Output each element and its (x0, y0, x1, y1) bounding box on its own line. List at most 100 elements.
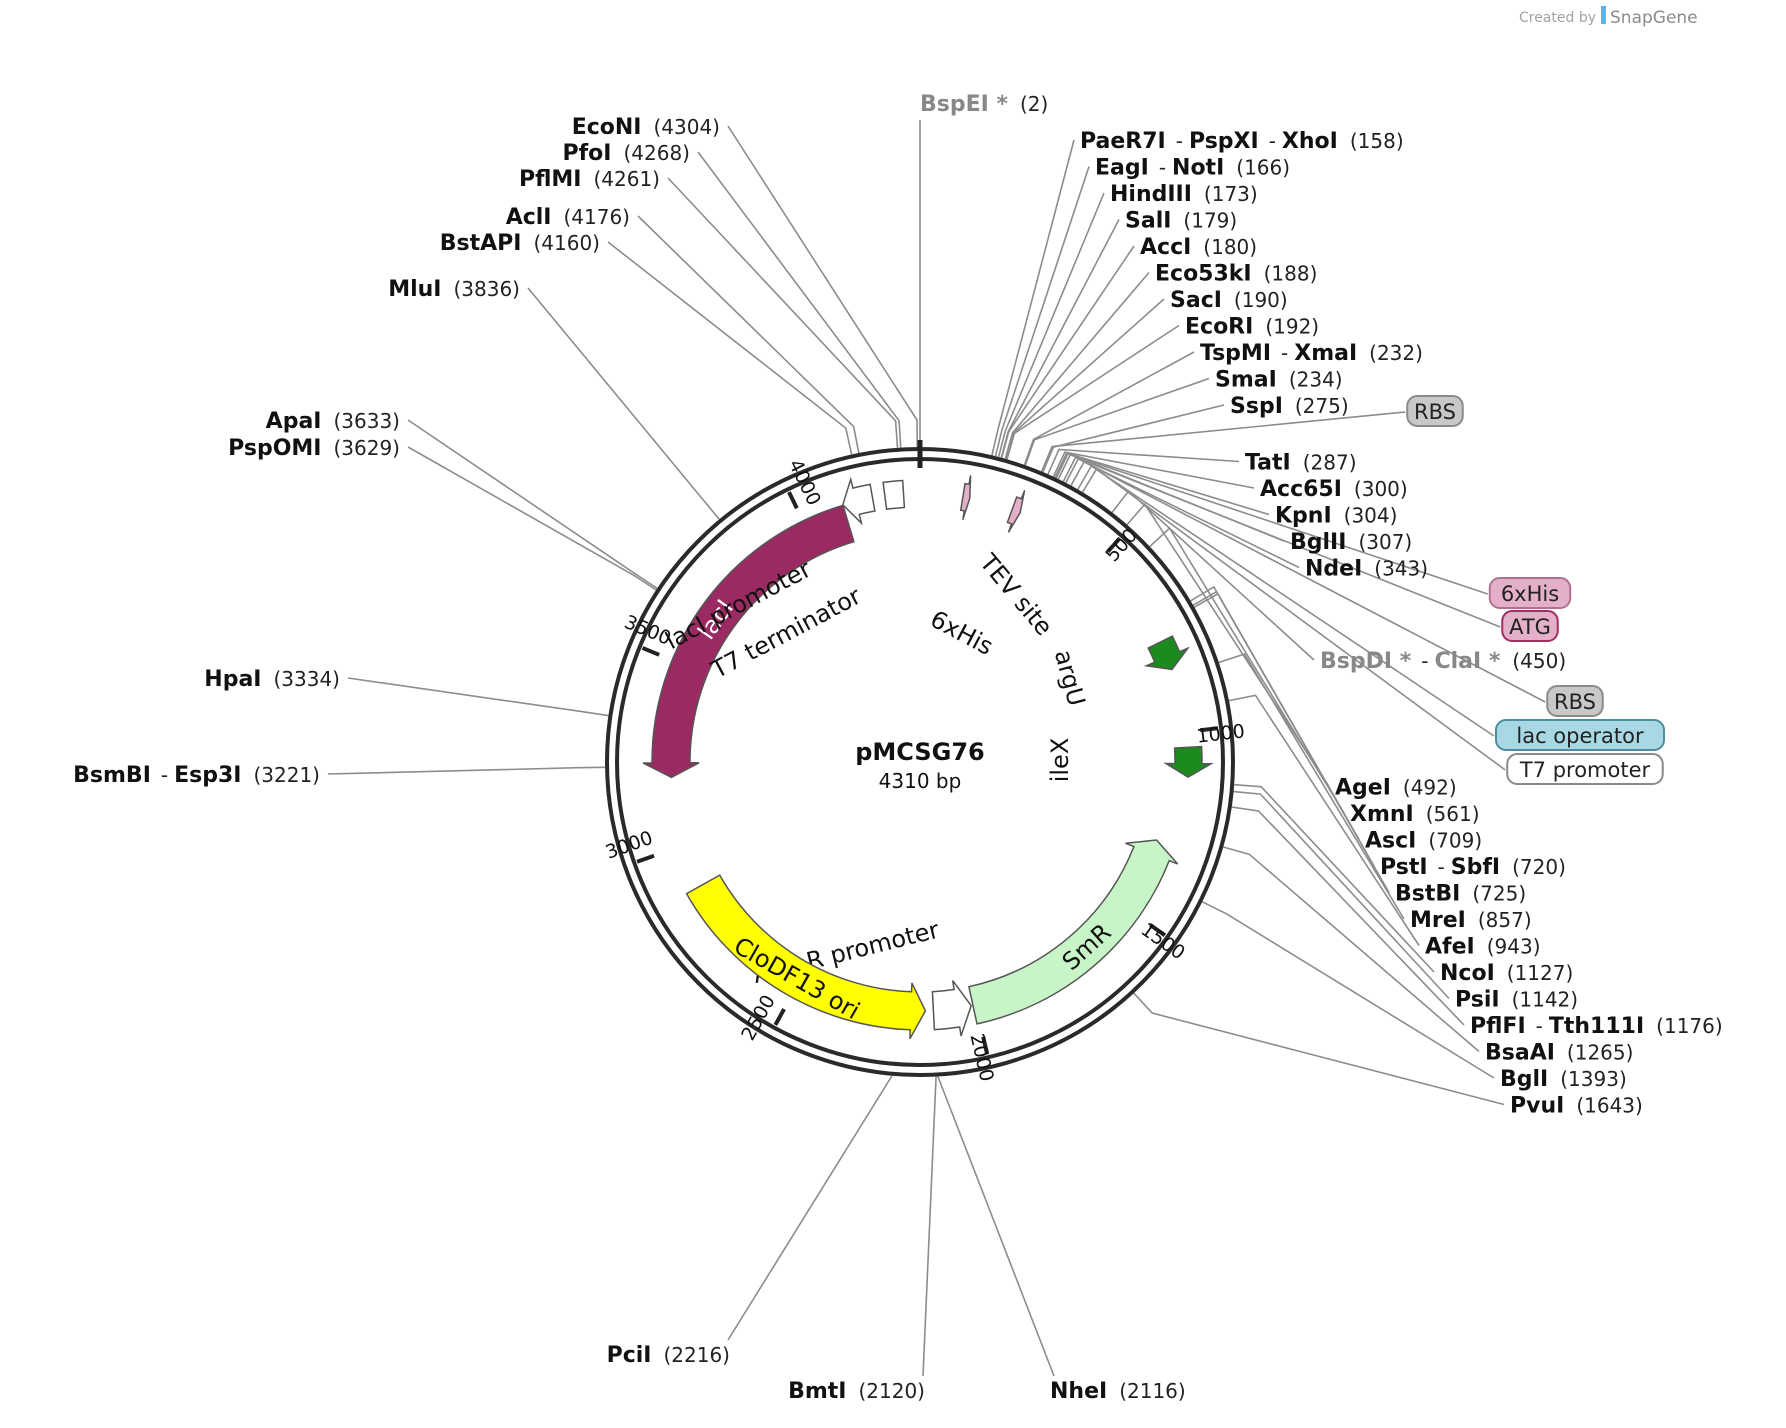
site-position: (4268) (623, 141, 690, 165)
snapgene-logo-icon (1601, 6, 1606, 24)
feature-arrow (1006, 490, 1026, 533)
leader-line (997, 192, 1105, 458)
tick-mark (1149, 923, 1167, 937)
leader-line (1133, 992, 1505, 1106)
feature-arrow (968, 839, 1179, 1025)
leader-line (1054, 452, 1270, 516)
restriction-site: AfeI(943) (1425, 935, 1541, 960)
site-position: (3334) (273, 667, 340, 691)
leader-line (1005, 298, 1165, 460)
enzyme-name: BglII (1290, 530, 1346, 555)
restriction-site: BmtI(2120) (788, 1379, 925, 1404)
site-position: (709) (1428, 829, 1482, 853)
enzyme-name: AfeI (1425, 935, 1475, 960)
feature-tag-box (1501, 610, 1559, 642)
restriction-site: AclI(4176) (506, 205, 630, 230)
leader-line (1065, 457, 1546, 703)
enzyme-name: Tth111I (1549, 1014, 1644, 1039)
enzyme-name: BsmBI (73, 763, 151, 788)
enzyme-name: NcoI (1440, 961, 1495, 986)
site-position: (450) (1512, 649, 1566, 673)
enzyme-name: ApaI (266, 409, 322, 434)
site-position: (192) (1265, 315, 1319, 339)
feature-tag-label: 6xHis (1501, 582, 1559, 606)
site-position: (304) (1344, 504, 1398, 528)
feature-tev-site: TEV site (974, 490, 1058, 641)
enzyme-name: PflMI (519, 167, 582, 192)
tick-mark (787, 491, 799, 510)
enzyme-name: PspXI (1189, 129, 1259, 154)
feature-tag-box (1546, 685, 1604, 717)
enzyme-name: AclI (506, 205, 552, 230)
site-position: (720) (1512, 855, 1566, 879)
feature-arrow (1163, 745, 1214, 778)
leader-line (1040, 411, 1406, 472)
restriction-site: AccI (180) (1140, 235, 1257, 260)
feature-tag-label: lac operator (1516, 724, 1644, 748)
enzyme-name: BsaAI (1485, 1041, 1555, 1066)
site-position: (188) (1264, 262, 1318, 286)
enzyme-name: XmnI (1350, 802, 1414, 827)
restriction-site: BsaAI (1265) (1485, 1041, 1633, 1066)
leader-line (727, 1075, 893, 1341)
site-position: (2116) (1119, 1379, 1186, 1403)
site-position: (300) (1354, 477, 1408, 501)
enzyme-name: AccI (1140, 235, 1191, 260)
leader-line (994, 166, 1090, 457)
restriction-site: Eco53kI (188) (1155, 262, 1317, 287)
enzyme-name: NdeI (1305, 557, 1362, 582)
leader-line (1223, 846, 1480, 1053)
leader-line (1218, 652, 1405, 920)
enzyme-name: KpnI (1275, 504, 1332, 529)
leader-line (1006, 324, 1180, 460)
restriction-site: EcoNI(4304) (572, 115, 720, 140)
restriction-site: HindIII(173) (1110, 182, 1258, 207)
feature-arrow (882, 479, 906, 511)
credit-brand: SnapGene (1610, 8, 1698, 28)
enzyme-name: BglI (1500, 1067, 1548, 1092)
site-position: (1393) (1560, 1067, 1627, 1091)
leader-line (327, 766, 606, 775)
restriction-site: BstAPI(4160) (440, 231, 600, 256)
enzyme-name: BspDI * (1320, 649, 1412, 674)
leader-line (1233, 790, 1450, 1000)
plasmid-backbone (605, 440, 1235, 1077)
site-position: (158) (1350, 129, 1404, 153)
tick-mark (641, 646, 660, 657)
enzyme-name: AgeI (1335, 776, 1391, 801)
tick-label: 2500 (737, 991, 780, 1044)
restriction-site: BglI (1393) (1500, 1067, 1627, 1092)
feature-arrow (841, 476, 876, 526)
leader-line (667, 177, 899, 448)
restriction-site: BspEI *(2) (920, 92, 1048, 117)
site-position: (166) (1236, 156, 1290, 180)
site-position: (1142) (1512, 988, 1579, 1012)
leader-line (1228, 694, 1420, 946)
restriction-site: PaeR7I-PspXI-XhoI(158) (1080, 129, 1404, 154)
site-position: (1265) (1567, 1041, 1634, 1065)
restriction-site: NdeI(343) (1305, 557, 1428, 582)
enzyme-name: EagI (1095, 156, 1149, 181)
restriction-site: PflFI-Tth111I(1176) (1470, 1014, 1723, 1039)
plasmid-name: pMCSG76 (855, 738, 985, 766)
enzyme-name: Eco53kI (1155, 262, 1252, 287)
feature-tag: 6xHis (1488, 577, 1572, 609)
enzyme-name: ClaI * (1434, 649, 1500, 674)
leader-line (407, 419, 658, 590)
site-position: (1643) (1576, 1094, 1643, 1118)
restriction-site: BglII(307) (1290, 530, 1412, 555)
enzyme-name: MluI (388, 277, 441, 302)
feature-tag-box (1495, 719, 1665, 751)
feature-arrow (959, 475, 972, 520)
enzyme-name: BstAPI (440, 231, 522, 256)
leader-line (1193, 592, 1390, 893)
enzyme-name: TspMI (1200, 341, 1271, 366)
site-position: (492) (1403, 776, 1457, 800)
enzyme-name: XhoI (1282, 129, 1338, 154)
restriction-site: PflMI(4261) (519, 167, 660, 192)
label-leader-lines (327, 120, 1546, 1377)
site-position: (1176) (1656, 1014, 1723, 1038)
site-position: (180) (1203, 235, 1257, 259)
